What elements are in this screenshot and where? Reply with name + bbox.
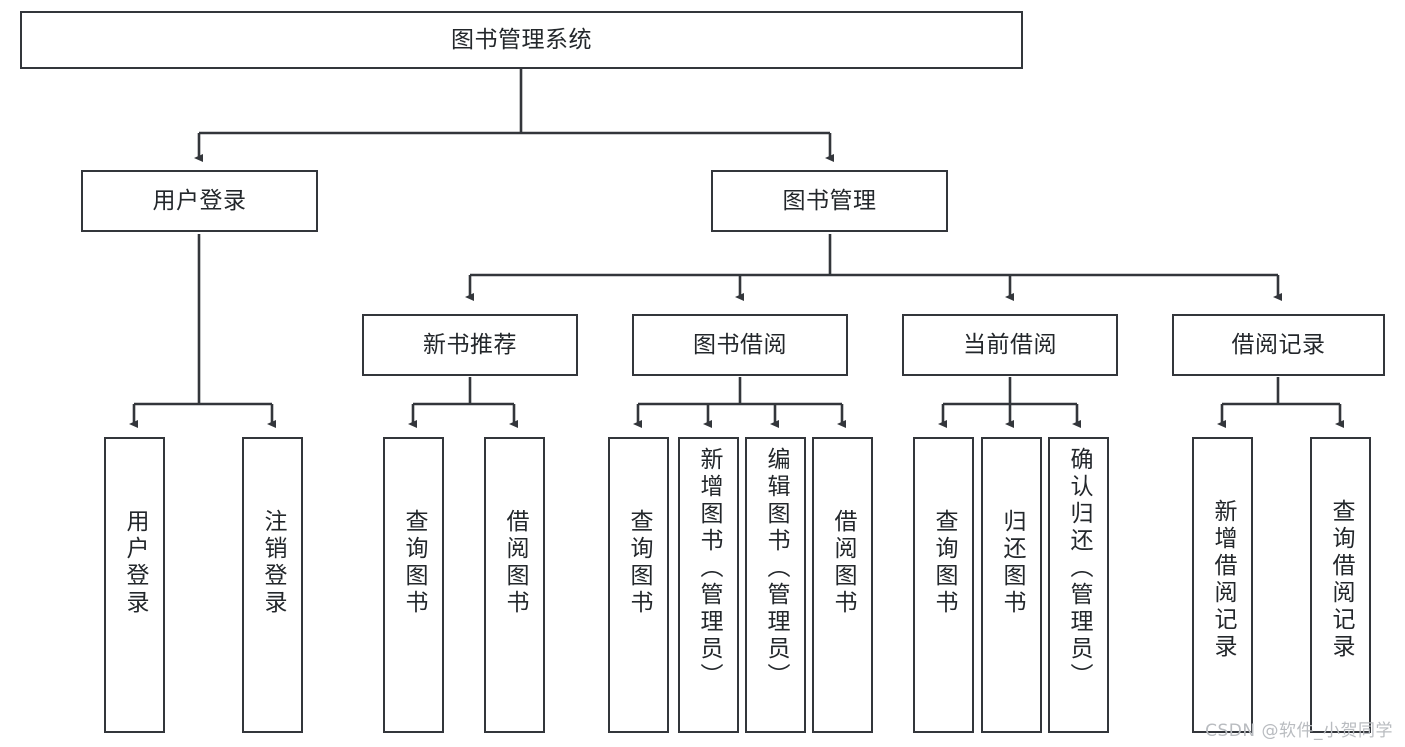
node-book-manage[interactable]: 图书管理 [711,170,948,232]
leaf-query-book-recommend[interactable]: 查询图书 [383,437,444,733]
node-label: 新增图书（管理员） [696,447,722,690]
node-user-login[interactable]: 用户登录 [81,170,318,232]
node-label: 用户登录 [152,187,247,214]
node-label: 借阅图书 [830,509,856,617]
node-new-book-recommend[interactable]: 新书推荐 [362,314,578,376]
node-label: 查询图书 [401,509,427,617]
node-label: 图书管理系统 [451,26,592,53]
node-label: 查询借阅记录 [1328,499,1354,661]
leaf-borrow-book-recommend[interactable]: 借阅图书 [484,437,545,733]
leaf-query-book-borrow[interactable]: 查询图书 [608,437,669,733]
node-book-borrow[interactable]: 图书借阅 [632,314,848,376]
node-label: 查询图书 [626,509,652,617]
leaf-logout-login[interactable]: 注销登录 [242,437,303,733]
node-label: 编辑图书（管理员） [763,447,789,690]
node-label: 图书借阅 [693,331,787,358]
node-current-borrow[interactable]: 当前借阅 [902,314,1118,376]
watermark: CSDN @软件_小贺同学 [1205,721,1393,741]
node-borrow-record[interactable]: 借阅记录 [1172,314,1385,376]
leaf-add-book[interactable]: 新增图书（管理员） [678,437,739,733]
node-label: 当前借阅 [963,331,1057,358]
node-label: 新书推荐 [423,331,517,358]
node-label: 图书管理 [782,187,877,214]
leaf-query-borrow-record[interactable]: 查询借阅记录 [1310,437,1371,733]
node-root-system[interactable]: 图书管理系统 [20,11,1023,69]
node-label: 确认归还（管理员） [1066,447,1092,690]
node-label: 借阅图书 [502,509,528,617]
leaf-confirm-return[interactable]: 确认归还（管理员） [1048,437,1109,733]
leaf-borrow-book[interactable]: 借阅图书 [812,437,873,733]
leaf-query-book-current[interactable]: 查询图书 [913,437,974,733]
node-label: 借阅记录 [1231,331,1326,358]
node-label: 用户登录 [122,509,148,617]
leaf-user-login[interactable]: 用户登录 [104,437,165,733]
leaf-edit-book[interactable]: 编辑图书（管理员） [745,437,806,733]
leaf-add-borrow-record[interactable]: 新增借阅记录 [1192,437,1253,733]
leaf-return-book[interactable]: 归还图书 [981,437,1042,733]
node-label: 查询图书 [931,509,957,617]
node-label: 归还图书 [999,509,1025,617]
node-label: 注销登录 [260,509,286,617]
node-label: 新增借阅记录 [1210,499,1236,661]
